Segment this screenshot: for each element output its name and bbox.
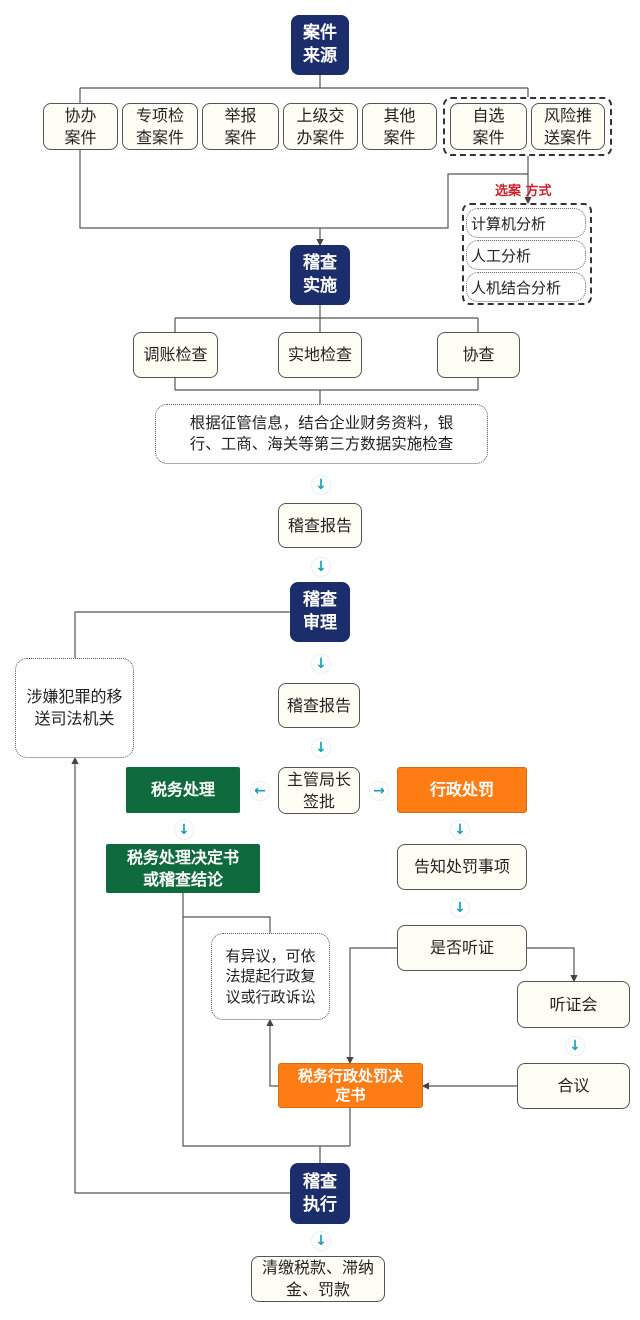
method-audit-accounts: 调账检查 [133, 332, 218, 378]
method-coordination: 协查 [437, 332, 520, 378]
node-case-source: 案件 来源 [291, 15, 349, 75]
source-self-selected: 自选 案件 [450, 103, 527, 150]
penalty-decision: 税务行政处罚决 定书 [278, 1063, 423, 1108]
director-approval: 主管局长 签批 [278, 767, 360, 814]
penalty-notification: 告知处罚事项 [397, 844, 527, 890]
arrow-down-icon: ↓ [311, 557, 331, 577]
arrow-down-icon: ↓ [311, 654, 331, 674]
method-combined: 人机结合分析 [466, 272, 586, 302]
arrow-down-icon: ↓ [565, 1036, 585, 1056]
criminal-transfer: 涉嫌犯罪的移 送司法机关 [15, 658, 134, 758]
admin-penalty: 行政处罚 [397, 767, 527, 813]
source-assist: 协办 案件 [43, 103, 118, 150]
source-other: 其他 案件 [362, 103, 437, 150]
deliberation: 合议 [517, 1063, 630, 1109]
method-computer: 计算机分析 [466, 208, 586, 238]
node-execution: 稽查 执行 [290, 1163, 350, 1224]
tax-handling: 税务处理 [126, 767, 240, 813]
arrow-down-icon: ↓ [311, 1231, 331, 1251]
arrow-down-icon: ↓ [450, 820, 470, 840]
source-report: 举报 案件 [202, 103, 279, 150]
hearing-question: 是否听证 [397, 925, 527, 971]
arrow-down-icon: ↓ [174, 820, 194, 840]
implementation-description: 根据征管信息，结合企业财务资料，银 行、工商、海关等第三方数据实施检查 [155, 404, 488, 464]
method-onsite: 实地检查 [278, 332, 362, 378]
hearing: 听证会 [517, 981, 630, 1028]
node-review: 稽查 审理 [290, 582, 350, 642]
execution-result: 清缴税款、滞纳 金、罚款 [251, 1256, 385, 1302]
source-special: 专项检 查案件 [122, 103, 198, 150]
arrow-down-icon: ↓ [450, 898, 470, 918]
selection-methods-group [462, 203, 592, 305]
arrow-right-icon: → [369, 781, 389, 801]
inspection-report-1: 稽查报告 [278, 503, 362, 548]
source-superior: 上级交 办案件 [283, 103, 358, 150]
objection-note: 有异议，可依 法提起行政复 议或行政诉讼 [211, 933, 330, 1020]
arrow-left-icon: ← [250, 781, 270, 801]
tax-decision: 税务处理决定书 或稽查结论 [106, 844, 260, 893]
arrow-down-icon: ↓ [311, 475, 331, 495]
inspection-report-2: 稽查报告 [278, 683, 360, 728]
selected-cases-group [443, 97, 612, 156]
arrow-down-icon: ↓ [311, 738, 331, 758]
source-risk-push: 风险推 送案件 [531, 103, 605, 150]
node-implementation: 稽查 实施 [290, 245, 350, 305]
selection-method-label: 选案 方式 [495, 184, 552, 199]
method-manual: 人工分析 [466, 240, 586, 270]
